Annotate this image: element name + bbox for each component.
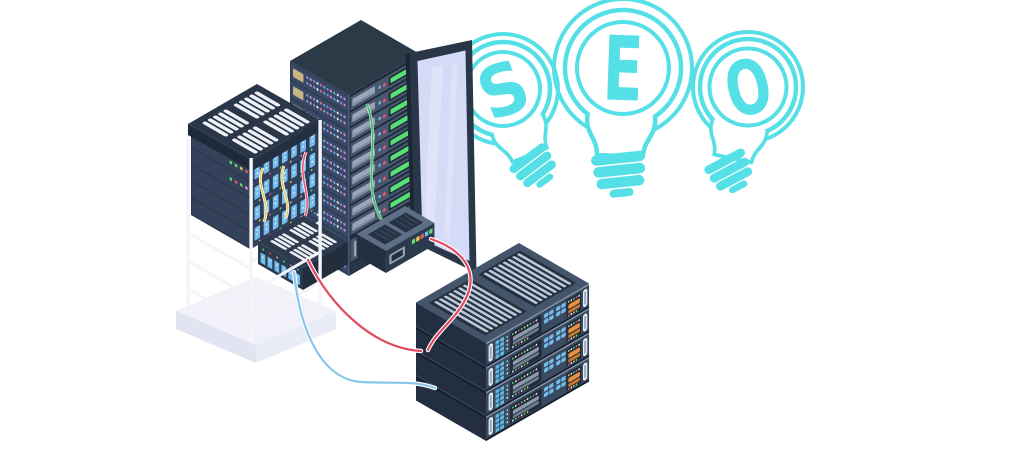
frame-post-front <box>249 158 253 343</box>
cabinet-door <box>405 40 477 273</box>
rack-pulled-server <box>257 216 349 290</box>
network-cables <box>291 236 473 391</box>
server-rack-frame <box>176 84 349 363</box>
red-cable-cabinet-to-stack <box>426 237 472 352</box>
stack-top-face <box>416 243 589 343</box>
cabinet-slid-out-server <box>356 206 435 273</box>
frame-post-right <box>318 120 322 318</box>
bulb-o-inner-ring <box>707 46 789 128</box>
bulb-o-icon: O <box>691 30 805 201</box>
green-patch-cable <box>366 103 387 228</box>
frame-post-left <box>186 122 190 306</box>
cabinet-top-face <box>290 20 420 95</box>
seo-bulbs-group: S E O <box>446 0 805 201</box>
bulb-e-icon: E <box>552 0 694 200</box>
door-edge <box>405 53 415 246</box>
server-stack <box>416 243 590 441</box>
bulb-letter-e: E <box>601 17 645 122</box>
door-glare <box>424 65 443 233</box>
blue-cable-rack-to-stack <box>292 270 437 390</box>
rack-patch-cables <box>258 151 309 223</box>
red-cable-rack-to-stack <box>306 258 423 353</box>
bulb-e-inner-ring <box>575 19 671 116</box>
rack-top-panel <box>188 84 320 171</box>
door-glare-2 <box>444 62 458 240</box>
